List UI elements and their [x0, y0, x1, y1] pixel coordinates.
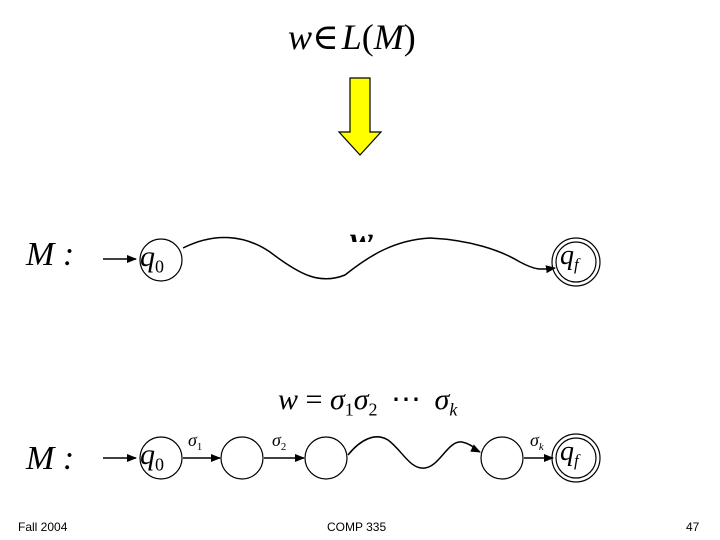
footer-center: COMP 335 — [327, 520, 387, 534]
transition-k-sub: k — [538, 440, 544, 453]
machine-label-top: M : — [26, 236, 75, 273]
start-state-top-sub: 0 — [155, 256, 164, 277]
transition-1-letter: σ — [188, 430, 197, 450]
final-state-bottom-label: qf — [560, 436, 579, 471]
eq-w: w — [278, 383, 299, 416]
final-state-top-inner — [555, 241, 597, 283]
state-2 — [304, 436, 348, 480]
start-state-bottom-label: q0 — [140, 438, 164, 475]
title-w: w — [288, 17, 313, 57]
equation: w = σ1σ2 ⋯ σk — [278, 382, 457, 420]
eq-dots: ⋯ — [391, 383, 422, 416]
start-state-top — [139, 238, 183, 282]
final-state-top-label: qf — [560, 240, 579, 275]
path-w-label: w — [350, 221, 373, 242]
transition-k-letter: σ — [530, 430, 539, 450]
final-state-bottom-inner — [555, 437, 597, 479]
machine-label-bottom: M : — [26, 440, 75, 477]
footer-right: 47 — [686, 520, 700, 534]
final-state-bottom-sub: f — [574, 450, 579, 470]
footer-left: Fall 2004 — [18, 520, 68, 534]
down-arrow-icon — [337, 77, 383, 156]
transition-1-sub: 1 — [196, 440, 203, 453]
title-L: L — [341, 17, 362, 57]
state-k-minus-1 — [480, 436, 524, 480]
start-state-bottom-letter: q — [140, 438, 155, 471]
transition-2-sub: 2 — [280, 440, 287, 453]
path-w-curve — [182, 236, 556, 280]
eq-equals: = — [305, 383, 323, 416]
transition-k-label: σk — [530, 430, 544, 453]
title-open: ( — [361, 17, 374, 57]
eq-sigma1: σ — [329, 383, 345, 416]
start-state-bottom-sub: 0 — [155, 454, 164, 475]
final-state-top-outer — [551, 237, 601, 287]
state-1 — [220, 436, 264, 480]
start-state-bottom — [139, 436, 183, 480]
final-state-bottom-letter: q — [560, 436, 574, 467]
title-formula: w∈ L(M) — [288, 16, 416, 58]
eq-sigma1-sub: 1 — [344, 399, 354, 420]
eq-sigmak: σ — [434, 383, 450, 416]
eq-sigma2: σ — [353, 383, 369, 416]
title-in: ∈ — [312, 17, 339, 57]
final-state-top-sub: f — [574, 254, 579, 274]
start-state-top-label: q0 — [140, 240, 164, 277]
title-M: M — [373, 17, 404, 57]
transition-1-label: σ1 — [188, 430, 202, 453]
final-state-top-letter: q — [560, 240, 574, 271]
transition-2-label: σ2 — [272, 430, 286, 453]
middle-path-curve — [347, 436, 481, 469]
eq-sigmak-sub: k — [449, 399, 458, 420]
transition-2-letter: σ — [272, 430, 281, 450]
eq-sigma2-sub: 2 — [368, 399, 378, 420]
title-close: ) — [403, 17, 416, 57]
final-state-bottom-outer — [551, 433, 601, 483]
start-state-top-letter: q — [140, 240, 155, 273]
